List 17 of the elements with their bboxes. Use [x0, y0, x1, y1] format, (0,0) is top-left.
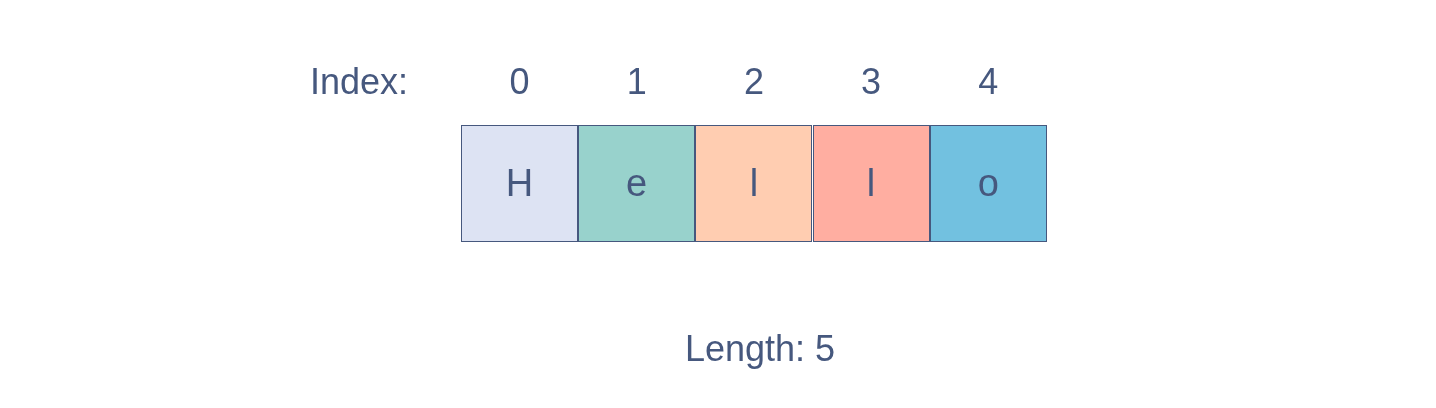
character: o [977, 162, 999, 205]
index-number: 4 [978, 61, 999, 103]
length-label: Length: 5 [684, 328, 836, 370]
index-number: 1 [626, 61, 647, 103]
index-heading: Index: [309, 61, 409, 103]
array-cell [578, 125, 696, 242]
array-cell [695, 125, 813, 242]
character: l [866, 162, 876, 205]
array-cell [812, 125, 930, 242]
character: H [505, 162, 534, 205]
character: l [749, 162, 759, 205]
index-number: 0 [509, 61, 530, 103]
array-cell [461, 125, 578, 242]
character: e [626, 162, 648, 205]
index-number: 3 [861, 61, 882, 103]
index-number: 2 [743, 61, 764, 103]
array-cell [929, 125, 1047, 242]
